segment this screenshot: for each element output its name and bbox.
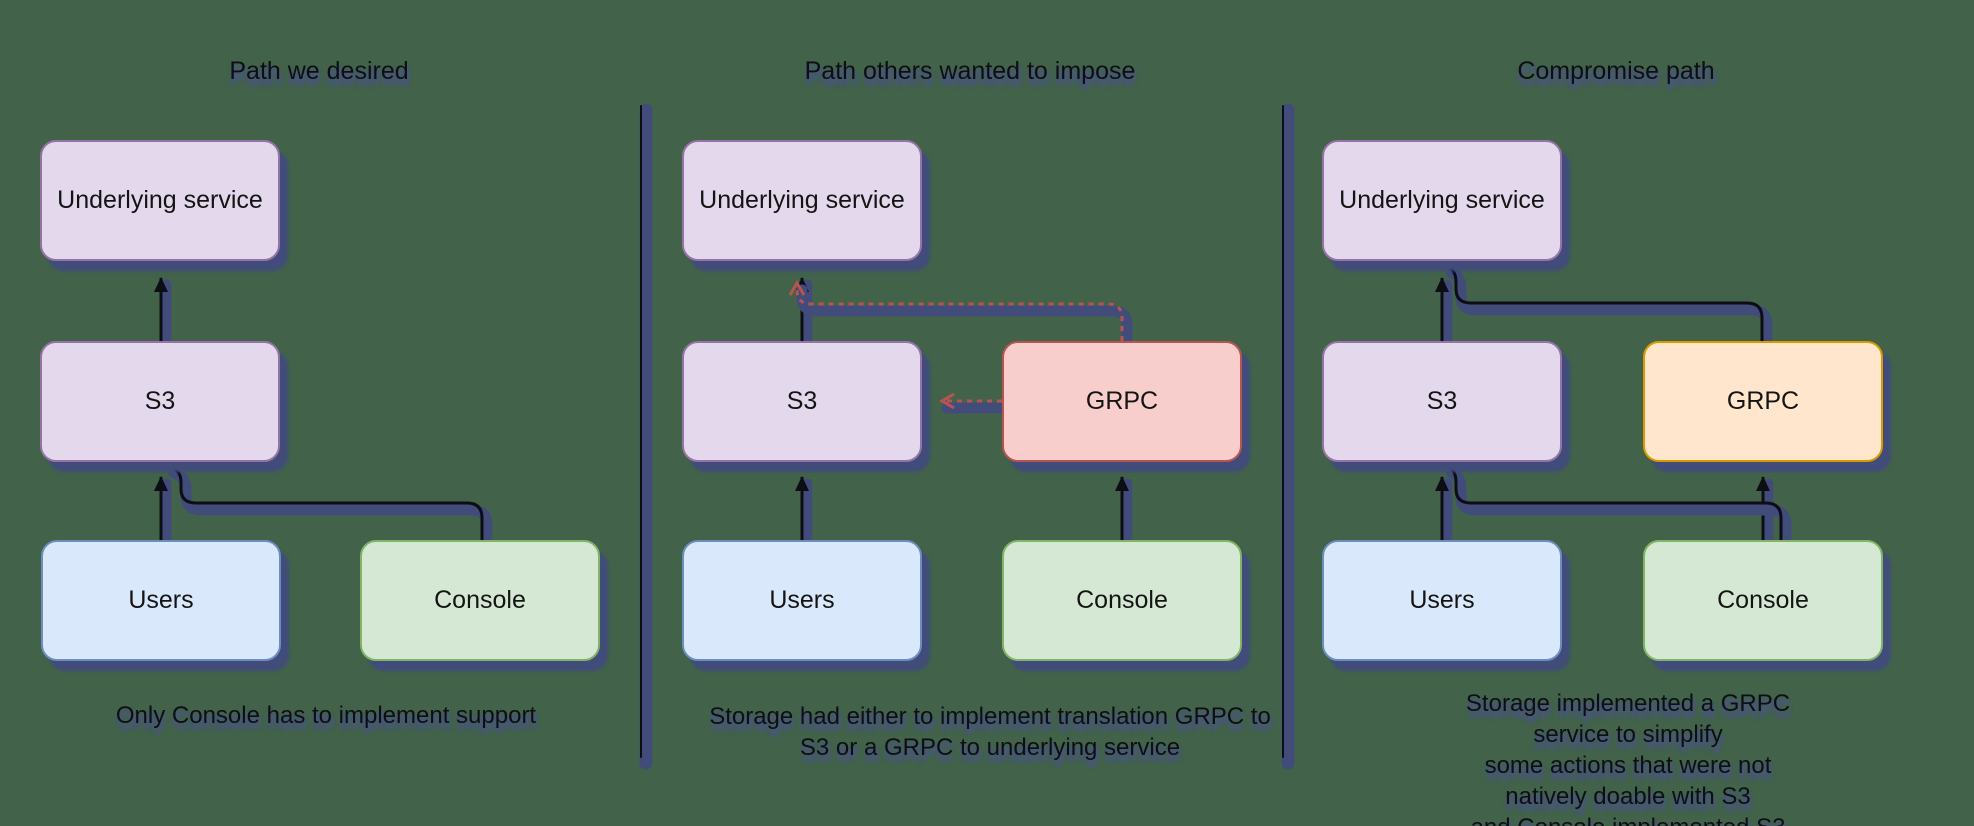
p3-console-to-s3-shadow xyxy=(1446,467,1792,553)
p3-grpc-to-underlying-shadow xyxy=(1446,267,1773,354)
arrow-p2-grpc-to-underlying xyxy=(788,280,1124,341)
arrow-p3-grpc-to-underlying xyxy=(1446,264,1764,341)
arrow-p1-console-to-s3 xyxy=(168,464,484,540)
p1-console-to-s3-shadow xyxy=(168,467,493,553)
arrow-p3-console-to-s3 xyxy=(1446,464,1783,540)
p2-grpc-to-underlying-shadow xyxy=(796,284,1133,354)
